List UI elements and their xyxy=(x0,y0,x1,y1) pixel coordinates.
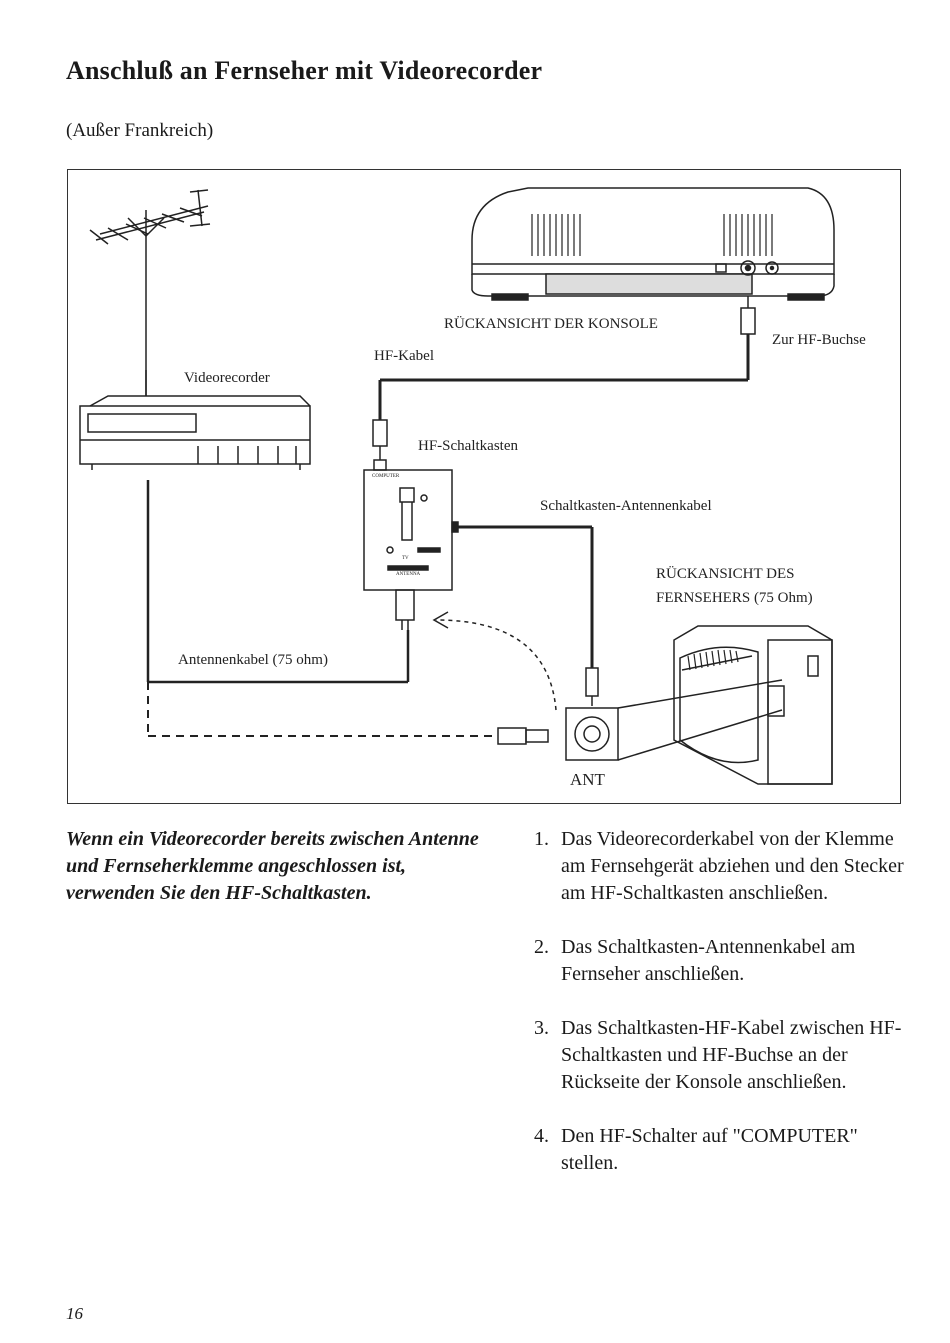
tv-rear-label-line1: RÜCKANSICHT DES xyxy=(656,566,795,582)
step-number: 4. xyxy=(534,1125,549,1147)
move-arrow-icon xyxy=(435,619,557,711)
step-number: 3. xyxy=(534,1017,549,1039)
vcr-label: Videorecorder xyxy=(184,370,270,386)
antenna-icon xyxy=(89,189,211,396)
step-item: 2. Das Schaltkasten-Antennenkabel am Fern… xyxy=(534,934,904,988)
diagram-drawing xyxy=(79,187,835,785)
rf-cable-label: HF-Kabel xyxy=(374,348,434,364)
arrow-head-icon xyxy=(432,611,449,629)
switchbox-tv-text: TV xyxy=(402,556,409,561)
step-number: 1. xyxy=(534,828,549,850)
step-number: 2. xyxy=(534,936,549,958)
console-rear-label: RÜCKANSICHT DER KONSOLE xyxy=(444,316,658,332)
rf-socket-label: Zur HF-Buchse xyxy=(772,332,866,348)
switchbox-computer-text: COMPUTER xyxy=(372,474,400,479)
switchbox-antenna-text: ANTENNA xyxy=(396,572,421,577)
step-item: 1. Das Videorecorderkabel von der Klemme … xyxy=(534,826,904,907)
step-text: Das Schaltkasten-HF-Kabel zwischen HF-Sc… xyxy=(561,1017,902,1093)
step-item: 4. Den HF-Schalter auf "COMPUTER" stellen… xyxy=(534,1123,904,1177)
vcr-antenna-cable xyxy=(146,480,410,684)
vcr-plug-icon xyxy=(497,727,549,745)
vcr-note: Wenn ein Videorecorder bereits zwischen … xyxy=(66,828,479,904)
ant-plug-icon xyxy=(585,667,599,706)
step-text: Das Videorecorderkabel von der Klemme am… xyxy=(561,828,904,904)
switchbox-label: HF-Schaltkasten xyxy=(418,438,518,454)
tv-rear-icon xyxy=(673,625,833,785)
vcr-icon xyxy=(79,395,311,470)
switchbox-antenna-cable xyxy=(458,525,594,668)
switchbox-antenna-cable-label: Schaltkasten-Antennenkabel xyxy=(540,498,712,514)
tv-rear-label-line2: FERNSEHERS (75 Ohm) xyxy=(656,590,813,606)
ant-label: ANT xyxy=(570,770,605,789)
antenna-cable-label: Antennenkabel (75 ohm) xyxy=(178,652,328,668)
instruction-steps: 1. Das Videorecorderkabel von der Klemme … xyxy=(534,826,904,1204)
page-number: 16 xyxy=(66,1304,83,1323)
connection-diagram: RÜCKANSICHT DER KONSOLE Zur HF-Buchse HF… xyxy=(67,169,901,804)
step-item: 3. Das Schaltkasten-HF-Kabel zwischen HF-… xyxy=(534,1015,904,1096)
console-icon xyxy=(471,187,835,301)
rf-plug-icon xyxy=(372,296,756,460)
page-title: Anschluß an Fernseher mit Videorecorder xyxy=(66,56,543,85)
ant-socket-icon xyxy=(565,679,783,761)
step-text: Den HF-Schalter auf "COMPUTER" stellen. xyxy=(561,1125,858,1174)
page-subtitle: (Außer Frankreich) xyxy=(66,120,214,141)
step-text: Das Schaltkasten-Antennenkabel am Fernse… xyxy=(561,936,856,985)
switchbox-icon xyxy=(363,459,459,630)
old-connection-dashed xyxy=(147,682,498,737)
